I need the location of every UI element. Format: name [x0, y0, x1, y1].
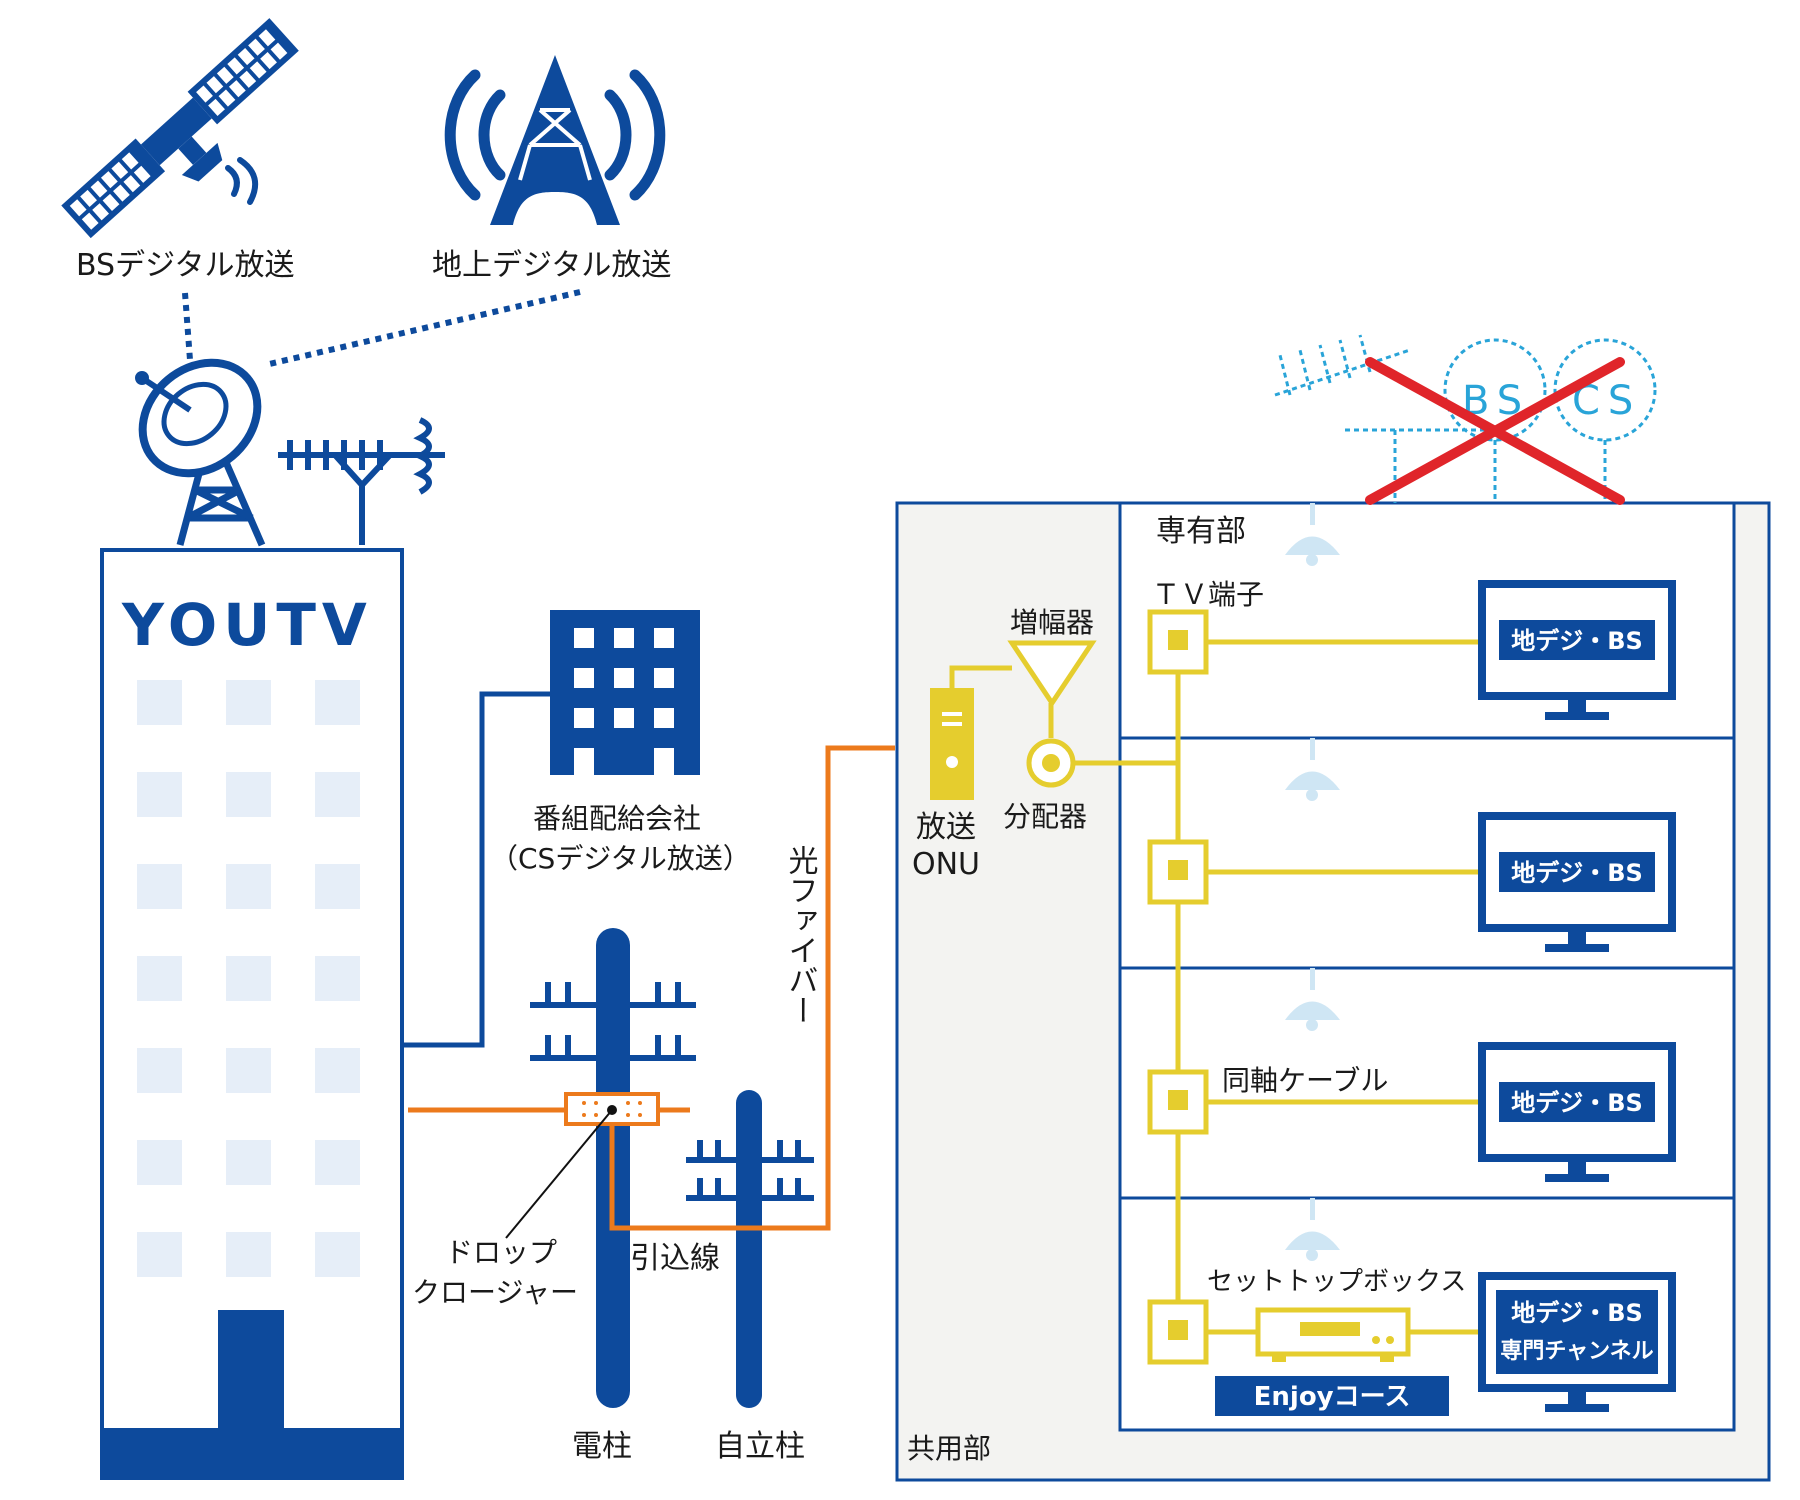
satellite-icon — [61, 18, 299, 239]
distributor-label-1: 番組配給会社 — [533, 802, 701, 835]
drop-closure-label-2: クロージャー — [412, 1276, 578, 1309]
amplifier-label: 増幅器 — [1010, 606, 1094, 639]
onu-label-1: 放送 — [916, 810, 976, 845]
signal-dotted-lines — [182, 289, 581, 368]
coax-lines — [1206, 639, 1480, 1335]
amplifier-icon — [1007, 640, 1097, 708]
set-top-box-label: セットトップボックス — [1207, 1267, 1466, 1297]
yellow-distribution-lines — [949, 640, 1181, 1338]
distributor-label-2: （CSデジタル放送） — [490, 842, 751, 875]
building-windows — [137, 680, 360, 1277]
bs-broadcast-label: BSデジタル放送 — [76, 248, 295, 283]
office-building-icon — [550, 610, 700, 775]
tv-icon: 地デジ・BS — [1478, 812, 1676, 952]
private-area-label: 専有部 — [1156, 514, 1246, 549]
drop-closure-label-1: ドロップ — [445, 1236, 557, 1269]
utility-pole-label: 電柱 — [572, 1429, 632, 1464]
youtv-building: YOUTV — [100, 358, 445, 1480]
ceiling-lamp-icons — [1285, 503, 1340, 1261]
tv-outlet-label: ＴＶ端子 — [1152, 578, 1264, 611]
tv-screen-label: 地デジ・BS — [1511, 859, 1643, 887]
tv-icon: 地デジ・BS — [1478, 580, 1676, 720]
set-top-box-icon — [1255, 1307, 1411, 1362]
tv-icon: 地デジ・BS — [1478, 1042, 1676, 1182]
removed-antennas — [1274, 334, 1657, 503]
youtv-logo: YOUTV — [121, 591, 373, 659]
tv-screen-label: 地デジ・BS — [1511, 1089, 1643, 1117]
enjoy-course-badge: Enjoyコース — [1215, 1376, 1449, 1416]
broadcast-onu-icon — [930, 688, 974, 800]
tv-screen-label: 地デジ・BS — [1511, 627, 1643, 655]
coax-cable-label: 同軸ケーブル — [1222, 1064, 1388, 1097]
onu-label-2: ONU — [912, 847, 980, 882]
terrestrial-antenna-icon — [278, 417, 445, 545]
satellite-dish-icon — [135, 358, 266, 547]
standalone-pole-label: 自立柱 — [715, 1429, 805, 1464]
tv-screen-label: 地デジ・BS — [1511, 1299, 1643, 1327]
broadcast-tower-icon — [444, 55, 666, 225]
splitter-label: 分配器 — [1003, 800, 1087, 833]
drop-closure-icon — [505, 1092, 660, 1239]
tv-screen-label-2: 専門チャンネル — [1500, 1339, 1653, 1364]
cross-mark-icon — [1365, 357, 1625, 505]
splitter-icon — [1026, 738, 1076, 788]
common-area-label: 共用部 — [907, 1432, 991, 1465]
tv-icon: 地デジ・BS 専門チャンネル — [1478, 1272, 1676, 1412]
terrestrial-broadcast-label: 地上デジタル放送 — [432, 248, 671, 283]
cs-feed-line — [402, 691, 550, 1048]
standalone-pole-icon — [686, 1090, 814, 1408]
enjoy-course-label: Enjoyコース — [1254, 1382, 1411, 1412]
fiber-vertical-label: 光ファイバー — [783, 845, 818, 1025]
drop-cable-label: 引込線 — [630, 1241, 720, 1276]
